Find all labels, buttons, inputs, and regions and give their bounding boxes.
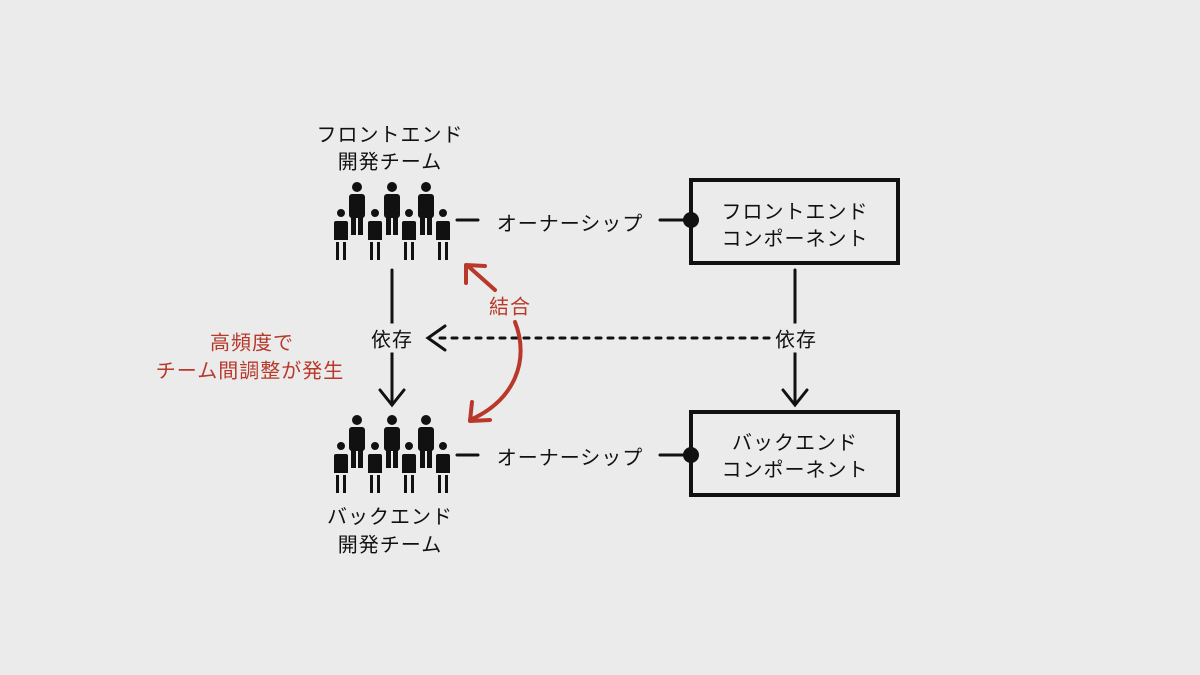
- team-dependency-arrowhead: [378, 388, 406, 408]
- coupling-arrowhead-down: [468, 400, 492, 423]
- ownership-label-top: オーナーシップ: [496, 211, 644, 236]
- frontend-team-icon: [333, 182, 451, 261]
- component-dependency-arrowhead: [781, 388, 809, 408]
- annotation-line-2: チーム間調整が発生: [155, 358, 345, 383]
- ownership-label-bottom: オーナーシップ: [496, 445, 644, 470]
- coupling-arrow-up: [466, 264, 497, 292]
- ownership-dot-top: [683, 212, 699, 228]
- team-dependency-label: 依存: [367, 323, 417, 353]
- dotted-dependency-arrowhead: [425, 324, 447, 352]
- frontend-component-label-2: コンポーネント: [721, 226, 869, 251]
- frontend-team-label-1: フロントエンド: [316, 122, 464, 147]
- coupling-label: 結合: [489, 294, 531, 319]
- backend-team-label-2: 開発チーム: [337, 532, 443, 557]
- component-dependency-label: 依存: [771, 323, 821, 353]
- frontend-team-label-2: 開発チーム: [337, 149, 443, 174]
- backend-team-label-1: バックエンド: [327, 504, 453, 529]
- backend-component-label-1: バックエンド: [732, 430, 858, 455]
- ownership-dot-bottom: [683, 447, 699, 463]
- coupling-arrow-down: [468, 320, 523, 422]
- backend-team-icon: [333, 415, 451, 494]
- backend-component-label-2: コンポーネント: [721, 457, 869, 482]
- coupling-arrowhead-up: [464, 263, 487, 285]
- annotation-line-1: 高頻度で: [210, 330, 294, 355]
- frontend-component-label-1: フロントエンド: [721, 199, 869, 224]
